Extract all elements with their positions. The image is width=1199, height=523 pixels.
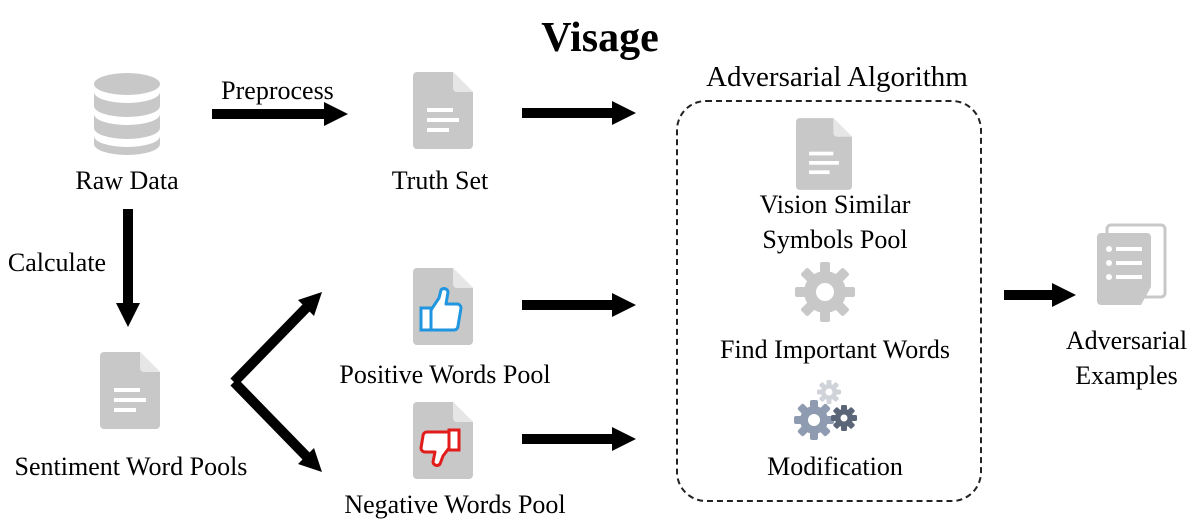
document-icon <box>796 118 852 190</box>
gears-icon <box>794 380 857 440</box>
negative-words-pool-label: Negative Words Pool <box>344 490 566 519</box>
thumbs-down-document-icon <box>413 402 473 479</box>
database-icon <box>94 73 160 155</box>
calculate-arrow <box>116 209 140 327</box>
raw-data-label: Raw Data <box>75 166 179 195</box>
document-icon <box>413 72 473 149</box>
negative-pool-arrow <box>522 427 636 451</box>
list-document-icon <box>1097 223 1167 305</box>
fork-arrows <box>230 292 322 472</box>
adversarial-examples-line1: Adversarial <box>1065 326 1188 355</box>
step-modification: Modification <box>767 452 903 481</box>
algorithm-box <box>676 100 982 502</box>
preprocess-label: Preprocess <box>221 76 334 105</box>
preprocess-arrow <box>212 102 348 126</box>
algorithm-title: Adversarial Algorithm <box>706 61 968 93</box>
diagram-title: Visage <box>541 15 659 61</box>
positive-pool-arrow <box>522 293 636 317</box>
adversarial-examples-line2: Examples <box>1075 361 1178 390</box>
truth-set-arrow <box>522 101 636 125</box>
calculate-label: Calculate <box>7 248 107 277</box>
step-vision-similar-line1: Vision Similar <box>759 190 911 219</box>
thumbs-up-document-icon <box>413 268 473 345</box>
document-icon <box>100 352 160 429</box>
gear-icon <box>795 262 855 322</box>
positive-words-pool-label: Positive Words Pool <box>339 360 551 389</box>
output-arrow <box>1004 283 1076 307</box>
step-find-important-words: Find Important Words <box>720 335 950 364</box>
truth-set-label: Truth Set <box>391 166 489 195</box>
sentiment-word-pools-label: Sentiment Word Pools <box>14 452 248 481</box>
step-vision-similar-line2: Symbols Pool <box>762 225 908 254</box>
